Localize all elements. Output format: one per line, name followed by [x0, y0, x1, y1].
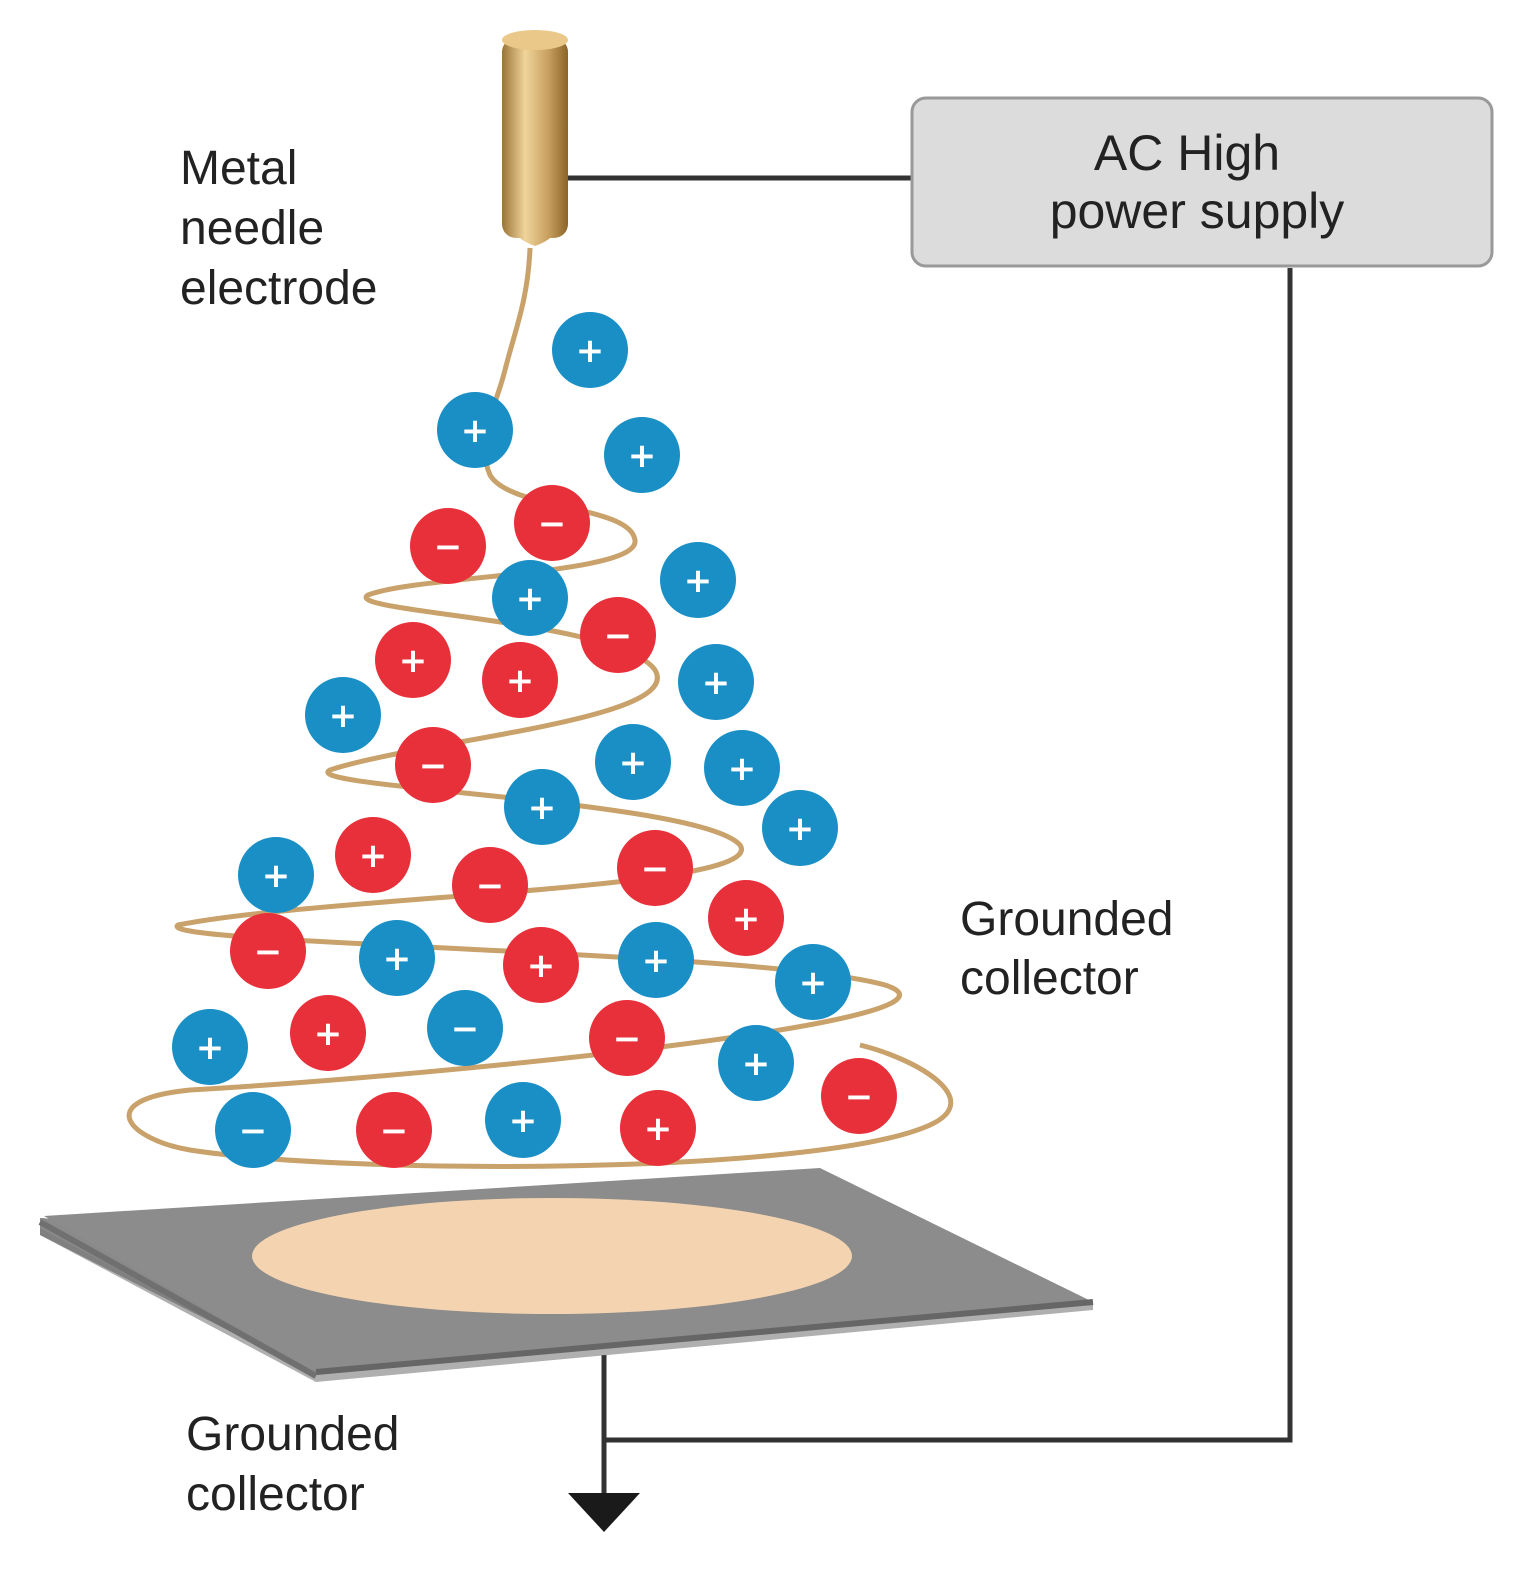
- blue-charge-plus-icon: +: [492, 560, 568, 636]
- red-charge-plus-icon: +: [482, 642, 558, 718]
- collector-label-right: Grounded collector: [960, 893, 1174, 1005]
- supply-to-ground-wire: [604, 268, 1293, 1443]
- charge-sign: −: [604, 616, 633, 656]
- charge-sign: +: [628, 436, 657, 476]
- blue-charge-plus-icon: +: [595, 724, 671, 800]
- blue-charge-plus-icon: +: [718, 1025, 794, 1101]
- needle-label-line3: electrode: [180, 262, 377, 315]
- red-charge-minus-icon: −: [230, 913, 306, 989]
- blue-charge-plus-icon: +: [618, 922, 694, 998]
- blue-charge-plus-icon: +: [485, 1082, 561, 1158]
- charge-sign: +: [461, 411, 490, 451]
- blue-charge-plus-icon: +: [359, 920, 435, 996]
- red-charge-plus-icon: +: [290, 995, 366, 1071]
- blue-charge-plus-icon: +: [238, 837, 314, 913]
- charge-sign: +: [383, 939, 412, 979]
- blue-charge-plus-icon: +: [775, 944, 851, 1020]
- needle-label-line1: Metal: [180, 142, 297, 195]
- charge-sign: −: [845, 1077, 874, 1117]
- needle-label: Metal needle electrode: [180, 142, 377, 315]
- red-charge-minus-icon: −: [514, 485, 590, 561]
- red-charge-minus-icon: −: [395, 727, 471, 803]
- charge-sign: +: [742, 1044, 771, 1084]
- collector-bottom-line2: collector: [186, 1468, 365, 1521]
- charge-sign: −: [419, 746, 448, 786]
- collector-right-line2: collector: [960, 952, 1139, 1005]
- charge-sign: −: [239, 1111, 268, 1151]
- ground-arrow-icon: [568, 1493, 640, 1532]
- charge-sign: +: [399, 641, 428, 681]
- charge-sign: +: [619, 743, 648, 783]
- charge-sign: −: [613, 1019, 642, 1059]
- charge-sign: +: [642, 941, 671, 981]
- blue-charge-minus-icon: −: [215, 1092, 291, 1168]
- red-charge-plus-icon: +: [335, 817, 411, 893]
- red-charge-minus-icon: −: [452, 847, 528, 923]
- charge-sign: −: [434, 527, 463, 567]
- power-supply-box: AC High power supply: [910, 96, 1494, 268]
- charge-sign: +: [196, 1028, 225, 1068]
- blue-charge-plus-icon: +: [660, 542, 736, 618]
- blue-charge-plus-icon: +: [504, 769, 580, 845]
- needle-electrode-icon: [502, 30, 568, 246]
- charge-sign: +: [786, 809, 815, 849]
- red-charge-plus-icon: +: [503, 927, 579, 1003]
- fiber-jet: [126, 247, 954, 1169]
- charge-sign: +: [732, 899, 761, 939]
- red-charge-minus-icon: −: [410, 508, 486, 584]
- charge-sign: +: [644, 1109, 673, 1149]
- blue-charge-plus-icon: +: [437, 392, 513, 468]
- charge-sign: +: [702, 663, 731, 703]
- needle-label-line2: needle: [180, 202, 324, 255]
- charge-sign: −: [254, 932, 283, 972]
- blue-charge-plus-icon: +: [172, 1009, 248, 1085]
- red-charge-plus-icon: +: [375, 622, 451, 698]
- charge-sign: +: [262, 856, 291, 896]
- red-charge-minus-icon: −: [821, 1058, 897, 1134]
- charge-sign: +: [528, 788, 557, 828]
- blue-charge-plus-icon: +: [704, 730, 780, 806]
- red-charge-minus-icon: −: [580, 597, 656, 673]
- charge-sign: +: [329, 696, 358, 736]
- charge-sign: −: [451, 1009, 480, 1049]
- fiber-deposit: [252, 1198, 852, 1314]
- collector-bottom-line1: Grounded: [186, 1408, 400, 1461]
- blue-charge-plus-icon: +: [305, 677, 381, 753]
- power-supply-rect: [910, 96, 1494, 268]
- red-charge-plus-icon: +: [620, 1090, 696, 1166]
- charge-sign: +: [509, 1101, 538, 1141]
- charge-sign: +: [506, 661, 535, 701]
- charge-sign: +: [516, 579, 545, 619]
- charge-sign: −: [380, 1111, 409, 1151]
- power-supply-label-line2: power supply: [1050, 183, 1345, 239]
- blue-charge-plus-icon: +: [604, 417, 680, 493]
- red-charge-minus-icon: −: [589, 1000, 665, 1076]
- charge-sign: −: [476, 866, 505, 906]
- blue-charge-plus-icon: +: [678, 644, 754, 720]
- collector-right-line1: Grounded: [960, 893, 1174, 946]
- charge-sign: +: [728, 749, 757, 789]
- charge-sign: +: [359, 836, 388, 876]
- charge-sign: +: [576, 331, 605, 371]
- charge-sign: +: [799, 963, 828, 1003]
- blue-charge-plus-icon: +: [552, 312, 628, 388]
- charge-sign: +: [527, 946, 556, 986]
- charge-sign: −: [538, 504, 567, 544]
- red-charge-plus-icon: +: [708, 880, 784, 956]
- collector-label-bottom: Grounded collector: [186, 1408, 400, 1521]
- charge-sign: −: [641, 849, 670, 889]
- power-supply-label-line1: AC High: [1094, 125, 1280, 181]
- circuit-wires: [565, 175, 1293, 1495]
- blue-charge-minus-icon: −: [427, 990, 503, 1066]
- charges-layer: +++−−++−++++−++++++−−+−++++++−−+−−−++: [172, 312, 897, 1168]
- collector-plate: [38, 1168, 1094, 1382]
- charge-sign: +: [684, 561, 713, 601]
- red-charge-minus-icon: −: [617, 830, 693, 906]
- blue-charge-plus-icon: +: [762, 790, 838, 866]
- charge-sign: +: [314, 1014, 343, 1054]
- red-charge-minus-icon: −: [356, 1092, 432, 1168]
